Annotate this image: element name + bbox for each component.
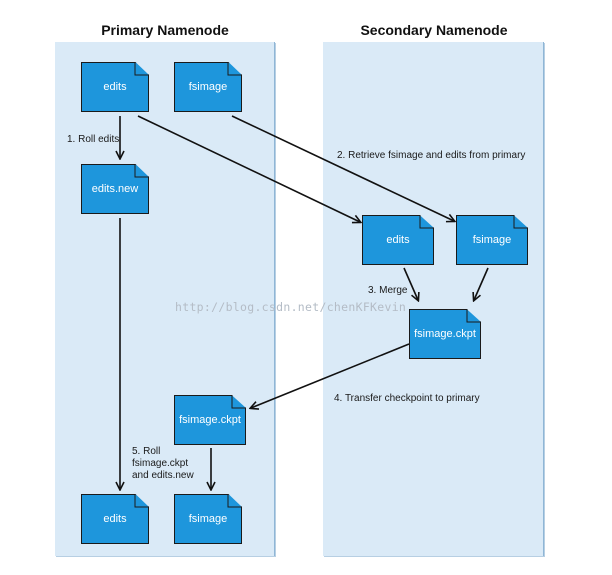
fold-corner-icon — [134, 164, 149, 178]
secondary-namenode-panel — [323, 42, 544, 556]
final-edits-file: edits — [81, 494, 149, 544]
edits-new-file: edits.new — [81, 164, 149, 214]
secondary-edits-file: edits — [362, 215, 434, 265]
fold-corner-icon — [466, 309, 481, 323]
arrow-retrieve-fsimage — [231, 115, 454, 221]
file-label: edits — [103, 81, 127, 93]
step-1-label: 1. Roll edits — [67, 134, 120, 145]
secondary-fsimage-ckpt-file: fsimage.ckpt — [409, 309, 481, 359]
file-label: edits — [103, 513, 127, 525]
file-label: fsimage — [188, 81, 228, 93]
final-fsimage-file: fsimage — [174, 494, 242, 544]
step-2-label: 2. Retrieve fsimage and edits from prima… — [337, 150, 526, 161]
primary-namenode-panel — [55, 42, 275, 556]
step-5-line-2: fsimage.ckpt — [132, 458, 189, 469]
step-5-label: 5. Roll fsimage.ckpt and edits.new — [132, 446, 194, 482]
primary-fsimage-file: fsimage — [174, 62, 242, 112]
fold-corner-icon — [134, 62, 149, 76]
file-label: edits.new — [91, 183, 139, 195]
file-label: fsimage.ckpt — [414, 328, 476, 340]
fold-corner-icon — [227, 494, 242, 508]
fold-corner-icon — [134, 494, 149, 508]
secondary-namenode-heading: Secondary Namenode — [360, 22, 508, 38]
step-4-label: 4. Transfer checkpoint to primary — [334, 393, 480, 404]
primary-namenode-heading: Primary Namenode — [101, 22, 229, 38]
watermark-text: http://blog.csdn.net/chenKFKevin — [175, 300, 407, 314]
secondary-fsimage-file: fsimage — [456, 215, 528, 265]
file-label: fsimage.ckpt — [179, 414, 241, 426]
step-5-line-1: 5. Roll — [132, 446, 161, 457]
step-3-label: 3. Merge — [368, 285, 408, 296]
file-label: edits — [386, 234, 410, 246]
file-label: fsimage — [188, 513, 228, 525]
fold-corner-icon — [513, 215, 528, 229]
arrow-merge-fsimage — [474, 267, 489, 300]
arrow-transfer-checkpoint — [251, 343, 410, 408]
arrow-merge-edits — [403, 267, 418, 300]
step-5-line-3: and edits.new — [132, 470, 194, 481]
primary-edits-file: edits — [81, 62, 149, 112]
fold-corner-icon — [227, 62, 242, 76]
file-label: fsimage — [472, 234, 512, 246]
arrow-retrieve-edits — [137, 115, 360, 222]
primary-fsimage-ckpt-file: fsimage.ckpt — [174, 395, 246, 445]
fold-corner-icon — [419, 215, 434, 229]
fold-corner-icon — [231, 395, 246, 409]
